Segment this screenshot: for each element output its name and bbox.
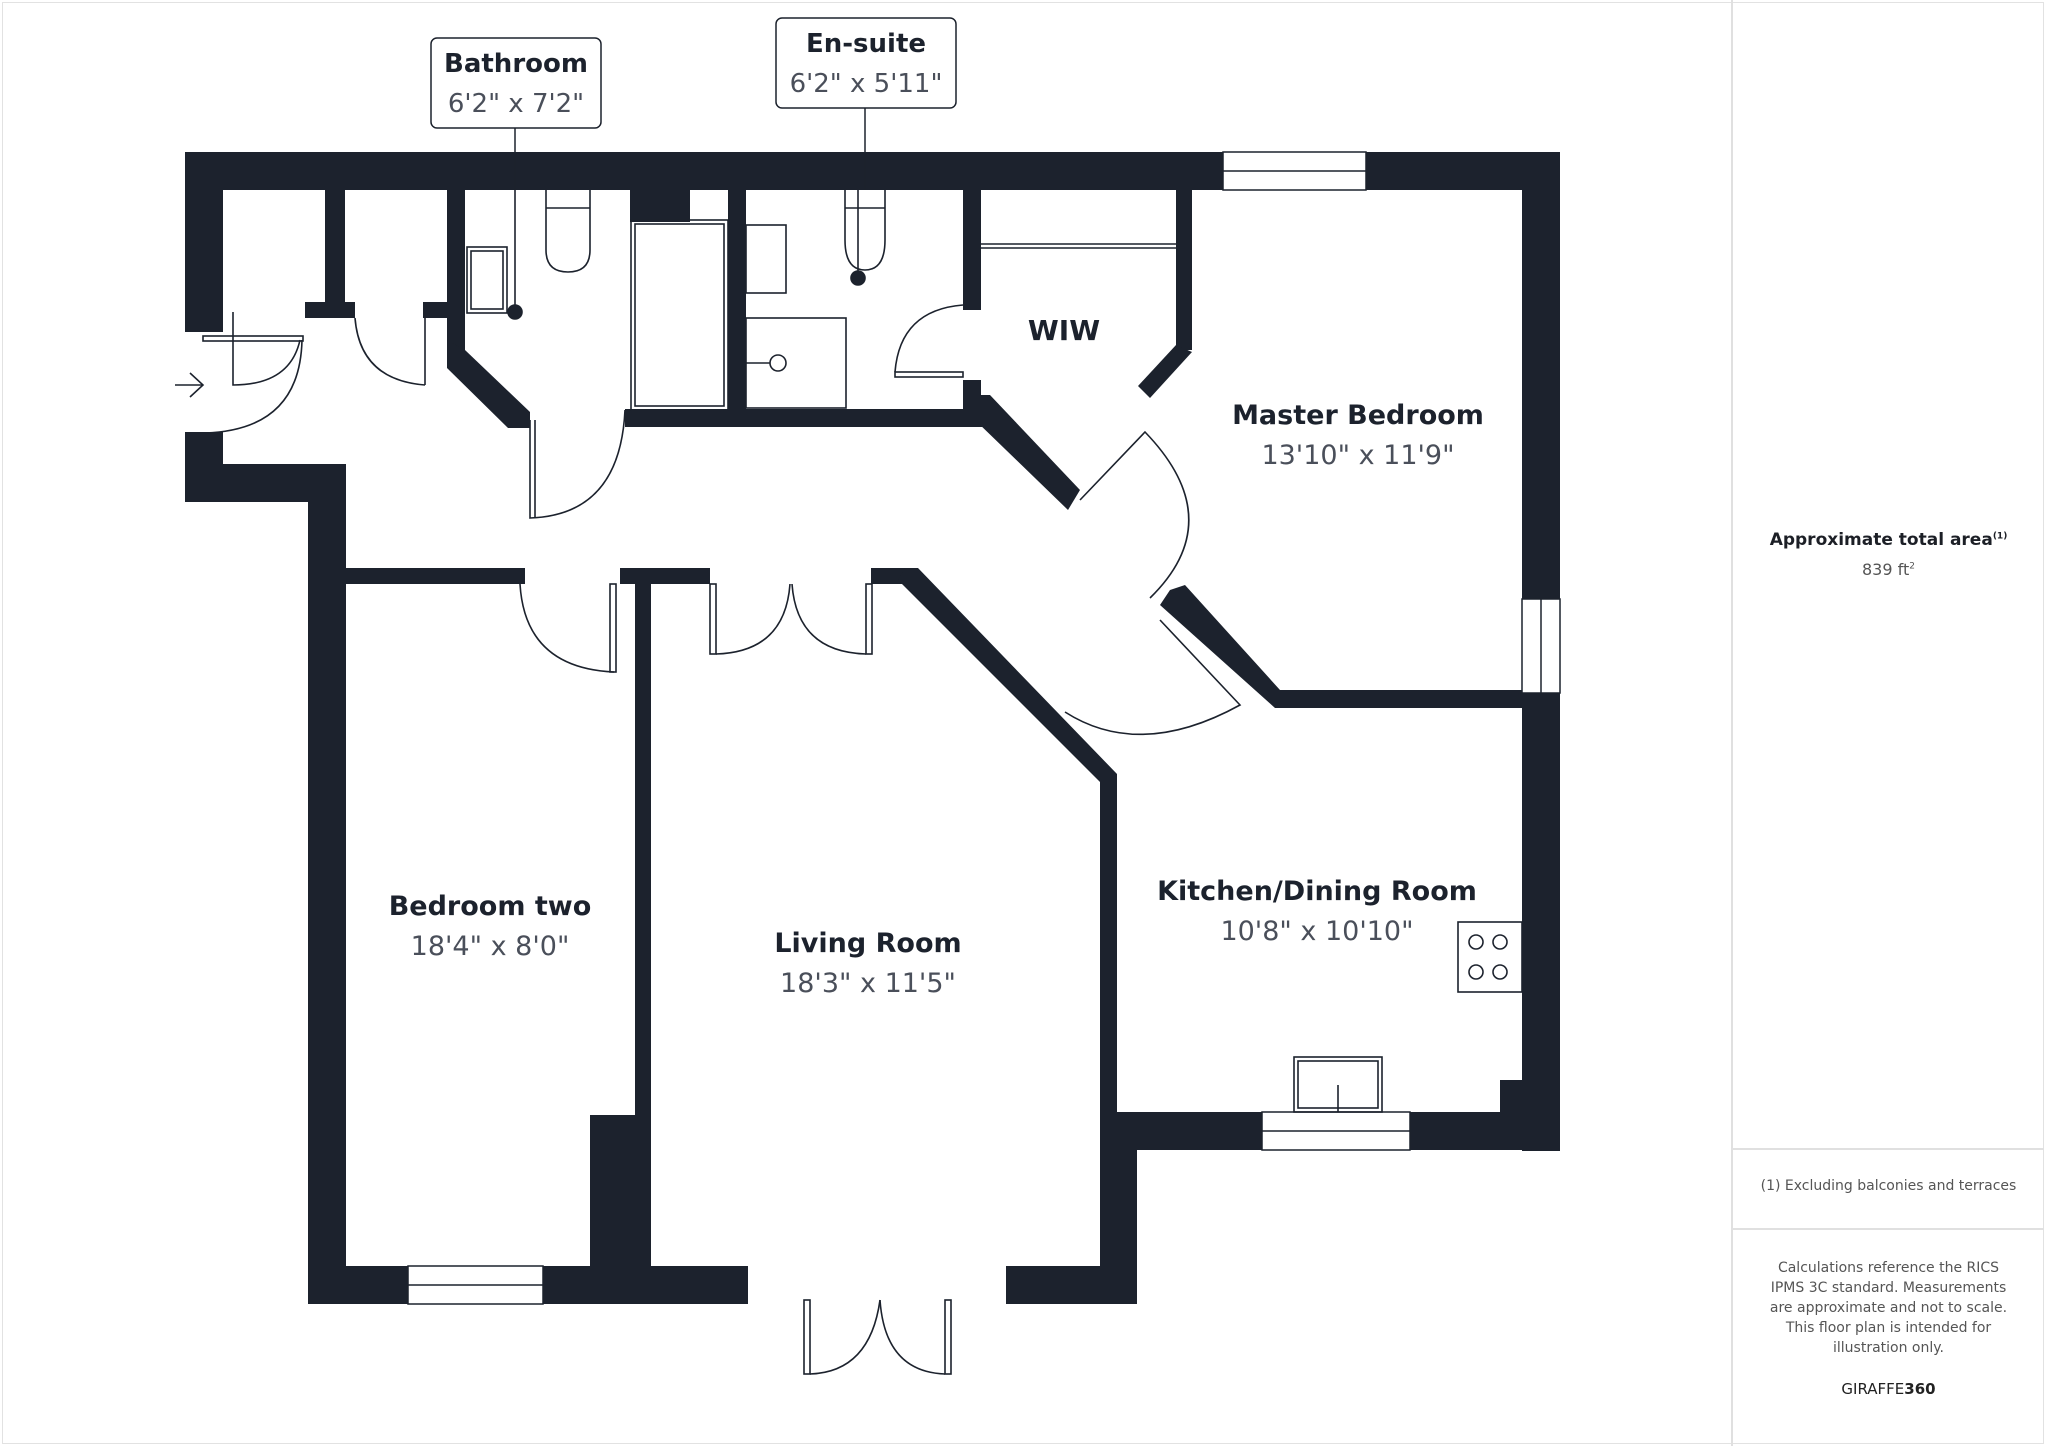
doors-fixtures bbox=[202, 190, 1523, 1375]
callout-ensuite: En-suite 6'2" x 5'11" bbox=[775, 17, 957, 190]
room-name-wiw: WIW bbox=[1028, 314, 1100, 347]
windows bbox=[407, 151, 1561, 1305]
floor-plan: Bathroom 6'2" x 7'2" En-suite 6'2" x 5'1… bbox=[175, 17, 1561, 1375]
room-dims-ensuite: 6'2" x 5'11" bbox=[790, 69, 943, 99]
room-name-bathroom: Bathroom bbox=[444, 49, 588, 79]
walls bbox=[185, 152, 1560, 1304]
room-dims-master-bedroom: 13'10" x 11'9" bbox=[1261, 440, 1454, 471]
info-panel: Approximate total area(1) 839 ft2 (1) Ex… bbox=[1731, 0, 2044, 1446]
brand-bold: 360 bbox=[1904, 1380, 1936, 1398]
room-dims-kitchen-dining: 10'8" x 10'10" bbox=[1220, 916, 1413, 947]
area-title-text: Approximate total area bbox=[1769, 530, 1993, 550]
room-name-ensuite: En-suite bbox=[806, 29, 926, 59]
area-unit-sup: 2 bbox=[1909, 561, 1915, 572]
room-name-bedroom-two: Bedroom two bbox=[389, 891, 592, 922]
disclaimer: Calculations reference the RICS IPMS 3C … bbox=[1769, 1260, 2008, 1356]
room-name-living-room: Living Room bbox=[774, 928, 961, 959]
callout-bathroom: Bathroom 6'2" x 7'2" bbox=[430, 37, 602, 190]
room-name-master-bedroom: Master Bedroom bbox=[1232, 400, 1484, 431]
divider bbox=[1733, 1148, 2044, 1150]
area-value: 839 ft2 bbox=[1733, 560, 2044, 579]
area-footnote-mark: (1) bbox=[1992, 531, 2008, 542]
footnote: (1) Excluding balconies and terraces bbox=[1760, 1178, 2017, 1194]
brand-light: GIRAFFE bbox=[1841, 1380, 1905, 1398]
room-name-kitchen-dining: Kitchen/Dining Room bbox=[1157, 876, 1477, 907]
divider bbox=[1733, 1228, 2044, 1230]
brand-logo: GIRAFFE360 bbox=[1733, 1380, 2044, 1398]
room-dims-bathroom: 6'2" x 7'2" bbox=[448, 89, 584, 119]
total-area: Approximate total area(1) 839 ft2 bbox=[1733, 530, 2044, 579]
area-title: Approximate total area(1) bbox=[1733, 530, 2044, 550]
area-value-text: 839 ft bbox=[1862, 560, 1910, 579]
entrance-arrow-icon bbox=[175, 372, 205, 398]
room-dims-living-room: 18'3" x 11'5" bbox=[780, 968, 956, 999]
room-dims-bedroom-two: 18'4" x 8'0" bbox=[411, 931, 570, 962]
